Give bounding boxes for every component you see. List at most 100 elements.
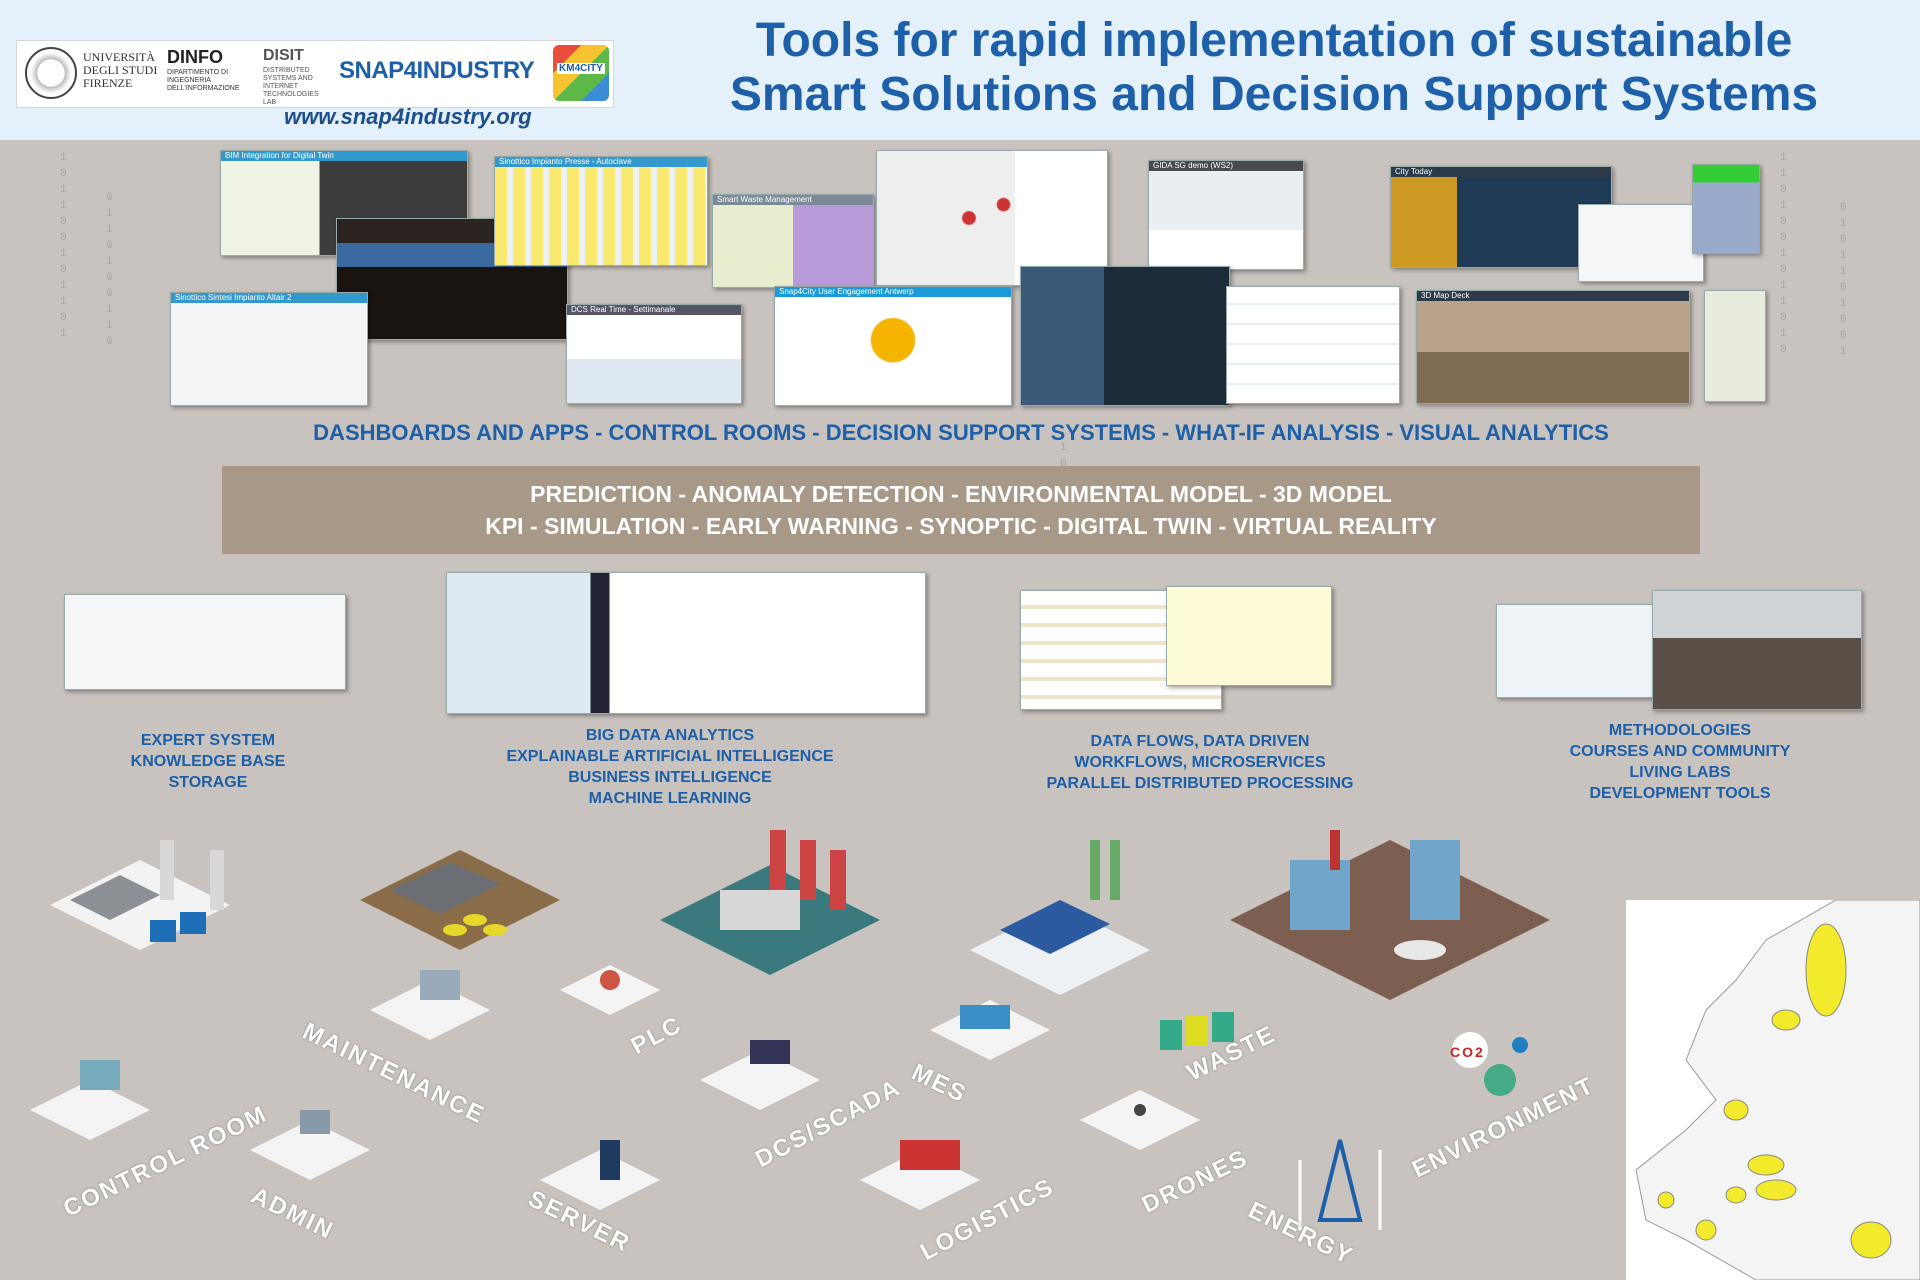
screenshot-title: Snap4City User Engagement Antwerp xyxy=(775,287,1011,297)
feature-big-data: BIG DATA ANALYTICS EXPLAINABLE ARTIFICIA… xyxy=(480,725,860,809)
header: UNIVERSITÀ DEGLI STUDI FIRENZE DINFO DIP… xyxy=(0,0,1920,140)
co2-label: CO2 xyxy=(1450,1044,1485,1060)
band-line-2: KPI - SIMULATION - EARLY WARNING - SYNOP… xyxy=(485,513,1437,539)
waste-platform xyxy=(1160,1012,1234,1050)
screenshot-charts xyxy=(1226,286,1400,404)
plc-platform xyxy=(560,965,660,1015)
server-platform xyxy=(540,1140,660,1210)
feature-line: EXPLAINABLE ARTIFICIAL INTELLIGENCE xyxy=(506,748,834,765)
screenshot-synoptic-small xyxy=(1578,204,1704,282)
energy-tower-icon xyxy=(1298,1139,1382,1230)
feature-line: KNOWLEDGE BASE xyxy=(130,753,286,770)
region-highlight xyxy=(1695,1219,1717,1241)
thumbnail-methodology xyxy=(1496,604,1654,698)
screenshot-altair: Sinottico Sintesi Impianto Altair 2 xyxy=(170,292,368,406)
factory-icon xyxy=(50,840,230,950)
feature-line: METHODOLOGIES xyxy=(1608,722,1752,739)
thumbnail-workflow xyxy=(1166,586,1332,686)
feature-line: DATA FLOWS, DATA DRIVEN xyxy=(1090,733,1310,750)
screenshot-title: GIDA SG demo (WS2) xyxy=(1149,161,1303,171)
feature-line: BIG DATA ANALYTICS xyxy=(585,727,755,744)
admin-platform xyxy=(250,1110,370,1180)
screenshot-title: DCS Real Time - Settimanale xyxy=(567,305,741,315)
screenshot-mobile-map xyxy=(1704,290,1766,402)
screenshot-city-today: City Today xyxy=(1390,166,1612,268)
title-line-2: Smart Solutions and Decision Support Sys… xyxy=(729,68,1819,121)
screenshot-title: Sinottico Sintesi Impianto Altair 2 xyxy=(171,293,367,303)
screenshot-mobile-app xyxy=(1692,164,1760,254)
region-highlight xyxy=(1755,1179,1797,1201)
environment-icon xyxy=(1452,1032,1528,1096)
maintenance-platform xyxy=(370,970,490,1040)
disit-subtitle: DISTRIBUTED SYSTEMS AND INTERNET TECHNOL… xyxy=(263,67,319,106)
feature-data-flows: DATA FLOWS, DATA DRIVEN WORKFLOWS, MICRO… xyxy=(1020,731,1380,794)
screenshot-operator-photo xyxy=(1020,266,1230,406)
region-highlight xyxy=(1725,1186,1747,1204)
partner-logos: UNIVERSITÀ DEGLI STUDI FIRENZE DINFO DIP… xyxy=(16,40,614,108)
feature-line: BUSINESS INTELLIGENCE xyxy=(568,769,772,786)
thumbnail-classroom-photo xyxy=(1652,590,1862,710)
unifi-logo: UNIVERSITÀ DEGLI STUDI FIRENZE xyxy=(83,51,157,90)
feature-line: COURSES AND COMMUNITY xyxy=(1569,743,1791,760)
unifi-line-3: FIRENZE xyxy=(83,76,133,90)
screenshot-smart-waste: Smart Waste Management xyxy=(712,194,874,288)
control-room-platform xyxy=(30,1060,150,1140)
page-title: Tools for rapid implementation of sustai… xyxy=(634,14,1914,122)
screenshot-presse: Sinottico Impianto Presse - Autoclave xyxy=(494,156,708,266)
screenshot-title: Smart Waste Management xyxy=(713,195,873,205)
feature-line: EXPERT SYSTEM xyxy=(140,732,276,749)
region-highlight xyxy=(1657,1191,1675,1209)
thumbnail-big-data xyxy=(446,572,926,714)
screenshot-title: 3D Map Deck xyxy=(1417,291,1689,301)
km4city-label: KM4CITY xyxy=(557,63,605,74)
mes-platform xyxy=(930,1000,1050,1060)
screenshot-title: BIM Integration for Digital Twin xyxy=(221,151,467,161)
region-highlight xyxy=(1747,1154,1785,1176)
screenshot-map-dashboard xyxy=(876,150,1108,286)
europe-map xyxy=(1626,900,1920,1280)
feature-line: PARALLEL DISTRIBUTED PROCESSING xyxy=(1046,775,1354,792)
dashboards-caption: DASHBOARDS AND APPS - CONTROL ROOMS - DE… xyxy=(313,420,1609,445)
dinfo-logo: DINFO xyxy=(167,47,223,67)
power-plant-icon xyxy=(1230,830,1550,1000)
unifi-line-1: UNIVERSITÀ xyxy=(83,50,155,64)
feature-line: LIVING LABS xyxy=(1629,764,1731,781)
thumbnail-expert-system xyxy=(64,594,346,690)
band-line-1: PREDICTION - ANOMALY DETECTION - ENVIRON… xyxy=(530,481,1392,507)
screenshot-gida: GIDA SG demo (WS2) xyxy=(1148,160,1304,270)
unifi-line-2: DEGLI STUDI xyxy=(83,63,158,77)
screenshot-title: City Today xyxy=(1391,167,1611,177)
drones-platform xyxy=(1080,1090,1200,1150)
screenshot-title: Sinottico Impianto Presse - Autoclave xyxy=(495,157,707,167)
dinfo-subtitle: DIPARTIMENTO DI INGEGNERIA DELL'INFORMAZ… xyxy=(167,69,240,92)
title-line-1: Tools for rapid implementation of sustai… xyxy=(755,14,1793,67)
region-highlight xyxy=(1850,1221,1892,1259)
feature-line: DEVELOPMENT TOOLS xyxy=(1589,785,1771,802)
refinery-icon xyxy=(660,830,880,975)
feature-line: MACHINE LEARNING xyxy=(588,790,752,807)
dcs-platform xyxy=(700,1040,820,1110)
feature-line: STORAGE xyxy=(168,774,248,791)
feature-expert-system: EXPERT SYSTEM KNOWLEDGE BASE STORAGE xyxy=(90,730,326,793)
feature-line: WORKFLOWS, MICROSERVICES xyxy=(1074,754,1326,771)
europe-landmass xyxy=(1635,900,1920,1280)
region-highlight xyxy=(1805,923,1847,1017)
km4city-logo: KM4CITY xyxy=(553,45,609,101)
industry-isometric-scene xyxy=(30,830,1550,1230)
screenshot-dcs-realtime: DCS Real Time - Settimanale xyxy=(566,304,742,404)
capabilities-band: PREDICTION - ANOMALY DETECTION - ENVIRON… xyxy=(222,466,1700,554)
region-highlight xyxy=(1771,1009,1801,1031)
site-url[interactable]: www.snap4industry.org xyxy=(284,104,532,129)
screenshot-user-engagement: Snap4City User Engagement Antwerp xyxy=(774,286,1012,406)
disit-logo: DISIT xyxy=(263,47,304,64)
logistics-platform xyxy=(860,1140,980,1210)
solar-factory-icon xyxy=(970,840,1150,995)
feature-methodologies: METHODOLOGIES COURSES AND COMMUNITY LIVI… xyxy=(1540,720,1820,804)
warehouse-icon xyxy=(360,850,560,950)
screenshot-3d-map: 3D Map Deck xyxy=(1416,290,1690,404)
snap4industry-logo: SNAP4INDUSTRY xyxy=(339,57,535,84)
